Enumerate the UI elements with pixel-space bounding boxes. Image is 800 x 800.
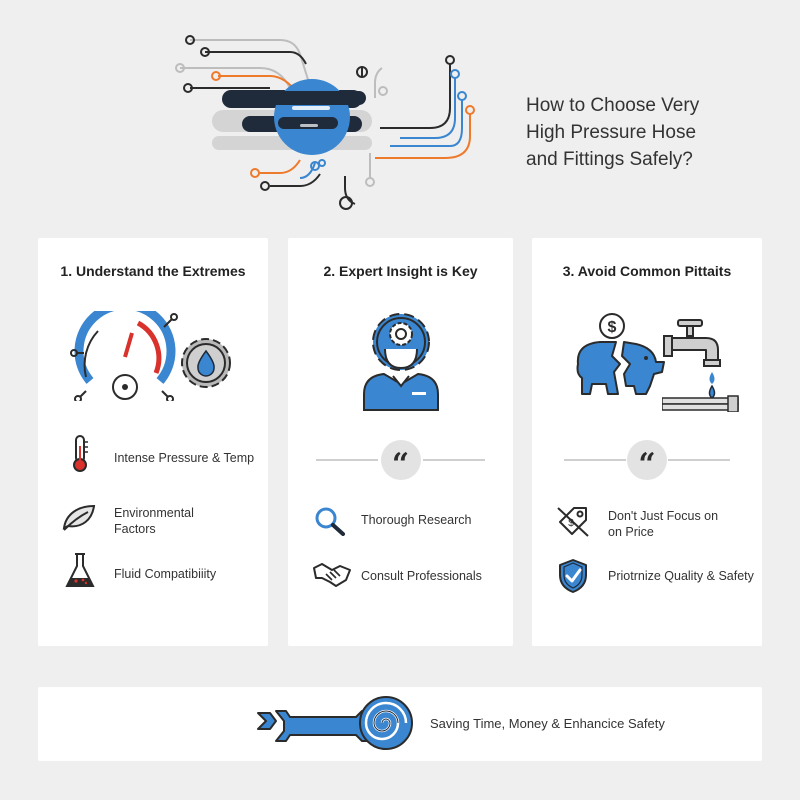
card-title: 1. Understand the Extremes bbox=[60, 263, 246, 279]
card-understand-extremes: 1. Understand the Extremes bbox=[38, 238, 268, 646]
divider-line bbox=[423, 459, 485, 461]
quote-divider: “ bbox=[554, 440, 740, 482]
item-label: Consult Professionals bbox=[361, 569, 482, 583]
gauge-gear-illustration bbox=[70, 311, 231, 401]
gear-drop-icon bbox=[181, 338, 231, 388]
page-title-line-2: High Pressure Hose bbox=[526, 122, 697, 143]
svg-text:$: $ bbox=[608, 319, 617, 336]
flask-icon bbox=[65, 553, 95, 587]
summary-bar: Saving Time, Money & Enhancice Safety bbox=[38, 687, 762, 761]
hose-circuit-illustration bbox=[175, 35, 475, 210]
page-title-line-3: and Fittings Safely? bbox=[526, 149, 693, 170]
price-tag-icon: $ bbox=[557, 507, 589, 537]
item-label-line-1: Don't Just Focus on bbox=[608, 509, 719, 523]
item-label-line-2: Factors bbox=[114, 522, 156, 536]
broken-piggy-bank-icon: $ bbox=[576, 313, 665, 395]
card-title: 3. Avoid Common Pittaits bbox=[562, 263, 732, 279]
item-label-line-1: Environmental bbox=[114, 506, 194, 520]
item-label: Intense Pressure & Temp bbox=[114, 451, 255, 465]
item-label: Thorough Research bbox=[361, 513, 472, 527]
faucet-pipe-icon bbox=[662, 319, 739, 412]
gauge-icon bbox=[70, 311, 178, 401]
page-title-line-1: How to Choose Very bbox=[526, 95, 700, 116]
svg-text:$: $ bbox=[568, 518, 574, 529]
card-title: 2. Expert Insight is Key bbox=[323, 263, 478, 279]
card-avoid-pitfalls: 3. Avoid Common Pittaits $ “ $ Don't Jus… bbox=[532, 238, 762, 646]
thermometer-icon bbox=[73, 435, 88, 472]
leaf-icon bbox=[62, 504, 96, 531]
quote-icon: “ bbox=[380, 440, 421, 482]
handshake-icon bbox=[313, 563, 351, 587]
quote-icon: “ bbox=[627, 440, 667, 482]
expert-head-gear-icon bbox=[363, 313, 439, 411]
card-expert-insight: 2. Expert Insight is Key “ Thorough Rese… bbox=[288, 238, 513, 646]
magnifier-icon bbox=[315, 507, 345, 536]
hose-icon bbox=[212, 79, 372, 155]
divider-line bbox=[564, 459, 626, 461]
divider-line bbox=[668, 459, 730, 461]
circuit-lines-icon bbox=[175, 35, 475, 210]
page-title: How to Choose Very High Pressure Hose an… bbox=[526, 92, 776, 173]
item-label: Priotrnize Quality & Safety bbox=[608, 569, 754, 583]
item-label: Environmental Factors bbox=[114, 505, 194, 537]
shield-check-icon bbox=[559, 559, 587, 593]
item-label: Don't Just Focus on on Price bbox=[608, 508, 718, 540]
summary-label: Saving Time, Money & Enhancice Safety bbox=[430, 716, 665, 731]
wrench-spiral-icon bbox=[257, 696, 413, 750]
divider-line bbox=[316, 459, 378, 461]
item-label: Fluid Compatibiiity bbox=[114, 567, 217, 581]
item-label-line-2: on Price bbox=[608, 525, 654, 539]
quote-divider: “ bbox=[310, 440, 491, 482]
